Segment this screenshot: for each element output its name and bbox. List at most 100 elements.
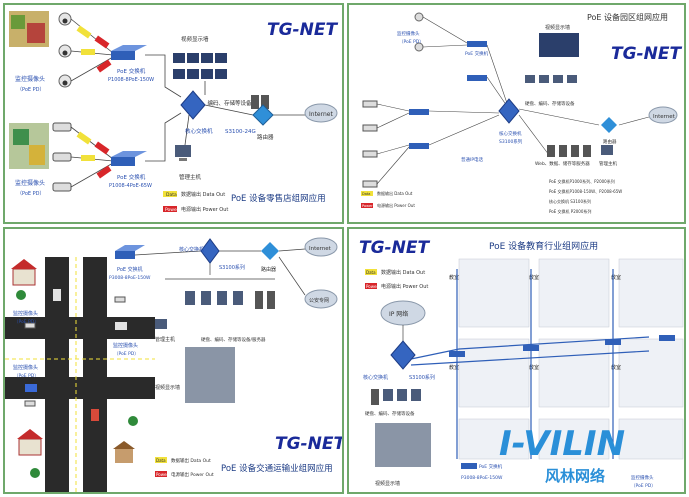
classroom-labels: 教室 教室 教室 教室 教室 教室 — [449, 274, 621, 371]
camera-label: 监控摄像头 — [397, 30, 420, 37]
router-icon — [261, 242, 279, 260]
tg-net-logo: TG-NET — [359, 238, 430, 258]
mgmt-host-label: 管理主机 — [179, 173, 202, 181]
camera-pd: （PoE PD） — [631, 483, 656, 489]
mgmt-host-label: 管理主机 — [599, 160, 617, 167]
retail-diagram: 监控摄像头 （PoE PD） 监控摄像头 （PoE PD） PoE 交换机 — [9, 11, 338, 213]
nvr-label: 硬盘、编码、存储等设备 — [191, 99, 252, 107]
tg-net-logo: TG-NET — [275, 434, 344, 454]
traffic-title: PoE 设备交通运输业组网应用 — [221, 463, 333, 474]
core-switch-model: S3100系列 — [409, 374, 435, 381]
nvr-label: 硬盘、编码、存储等设备 — [525, 100, 575, 107]
camera-label-top: 监控摄像头 — [15, 75, 45, 83]
campus-title: PoE 设备园区组网应用 — [587, 12, 668, 22]
core-switch-model: S3100系列 — [499, 138, 523, 145]
legend-data-text: 数据输出 Data Out — [381, 269, 425, 276]
legend-power-tag: Power — [165, 207, 179, 213]
legend-power-tag: Power — [156, 472, 168, 477]
poe-switch-icon — [409, 41, 487, 149]
display-wall-label: 视频显示墙 — [545, 24, 570, 31]
svg-text:教室: 教室 — [449, 274, 459, 281]
legend-power-text: 电源输出 Power Out — [377, 202, 415, 208]
internet-cloud-icon — [648, 106, 678, 124]
svg-text:核心交换机 S3100系列: 核心交换机 S3100系列 — [549, 198, 591, 204]
legend-power-text: 电源输出 Power Out — [181, 206, 228, 213]
display-wall-label: 视频显示墙 — [375, 480, 400, 487]
legend-data-tag: Data — [366, 270, 376, 275]
router-label: 路由器 — [257, 133, 274, 141]
camera-pd-bottom: （PoE PD） — [17, 191, 45, 197]
data-tag-icon — [76, 25, 95, 161]
poe-switch-icon — [115, 245, 145, 259]
education-title: PoE 设备教育行业组网应用 — [489, 240, 598, 252]
legend-power-tag: Power — [366, 284, 378, 289]
legend-data-swatch — [365, 269, 377, 275]
legend-data-text: 数据输出 Data Out — [377, 190, 413, 196]
camera-pd-3: （PoE PD） — [14, 373, 39, 379]
traffic-panel: 监控摄像头 （PoE PD） 监控摄像头 （PoE PD） 监控摄像头 （PoE… — [3, 227, 344, 494]
server-icon — [547, 145, 591, 157]
legend-data-tag: Data — [362, 192, 370, 196]
display-wall-icon — [375, 423, 431, 467]
web-server-label: Web、数据、储存等服务器 — [535, 160, 590, 167]
camera-label: 监控摄像头 — [631, 474, 654, 481]
server-icon — [371, 389, 421, 405]
poe-switch-name: PoE 交换机 — [117, 266, 143, 273]
mgmt-host-label: 管理主机 — [155, 336, 175, 343]
legend-data-tag: Data — [166, 192, 177, 198]
legend-data-tag: Data — [156, 458, 166, 463]
core-switch-icon — [200, 238, 220, 264]
dome-camera-icon — [58, 12, 72, 88]
camera-pd-2: （PoE PD） — [114, 351, 139, 357]
car-icon — [25, 289, 127, 421]
router-icon — [601, 117, 617, 133]
campus-panel: PoE 设备园区组网应用 TG-NET 视频显示墙 硬盘、编码、存储等设备 监控… — [347, 3, 686, 224]
svg-text:教室: 教室 — [449, 364, 459, 371]
core-switch-label: 核心交换机 — [179, 246, 204, 253]
internet-label: Internet — [309, 111, 333, 118]
internet-cloud-icon — [304, 103, 338, 123]
poe-switch-top-name: PoE 交换机 — [117, 67, 146, 75]
svg-text:PoE 交换机 P2000系列: PoE 交换机 P2000系列 — [549, 208, 591, 214]
computer-icon — [175, 145, 191, 161]
display-wall-icon — [539, 33, 579, 57]
router-icon — [252, 104, 274, 126]
retail-panel: 监控摄像头 （PoE PD） 监控摄像头 （PoE PD） PoE 交换机 — [3, 3, 344, 224]
poe-switch-bottom-model: P1008-4PoE-65W — [109, 183, 152, 189]
poe-switch-bottom-name: PoE 交换机 — [117, 173, 146, 181]
poe-switch-label: PoE 交换机 — [465, 50, 489, 57]
legend-power-swatch — [163, 206, 177, 212]
camera-label-3: 监控摄像头 — [13, 364, 38, 371]
camera-pd: （PoE PD） — [399, 39, 424, 45]
security-network-label: 公安专网 — [309, 297, 329, 304]
svg-text:教室: 教室 — [611, 274, 621, 281]
computer-icon — [155, 291, 243, 329]
display-wall-label: 视频显示墙 — [155, 384, 180, 391]
poe-switch-legend-icon — [461, 463, 477, 469]
display-wall-icon — [173, 53, 227, 79]
internet-label: Internet — [653, 114, 676, 120]
svg-text:PoE 交换机P1008-150W、P2008-65W: PoE 交换机P1008-150W、P2008-65W — [549, 188, 622, 194]
legend-data-text: 数据输出 Data Out — [171, 457, 211, 464]
legend-power-tag: Power — [362, 204, 373, 208]
legend-data-swatch — [155, 457, 167, 463]
bullet-camera-icon — [52, 122, 72, 192]
server-icon — [251, 95, 269, 109]
svg-text:教室: 教室 — [529, 364, 539, 371]
computer-icon — [525, 75, 577, 83]
svg-text:教室: 教室 — [529, 274, 539, 281]
campus-diagram: PoE 设备园区组网应用 TG-NET 视频显示墙 硬盘、编码、存储等设备 监控… — [361, 12, 682, 214]
classroom-grid — [458, 258, 684, 460]
display-wall-label: 视频显示墙 — [181, 35, 209, 43]
router-label: 路由器 — [261, 266, 276, 273]
server-icon — [255, 291, 275, 309]
retail-title: PoE 设备零售店组网应用 — [231, 193, 326, 204]
svg-text:教室: 教室 — [611, 364, 621, 371]
display-wall-icon — [185, 347, 235, 403]
camera-icon — [24, 296, 126, 407]
core-switch-label: 核心交换机 — [499, 130, 522, 137]
legend-power-swatch — [361, 203, 373, 208]
poe-switch-bottom-icon — [111, 151, 147, 166]
legend-data-text: 数据输出 Data Out — [181, 191, 225, 198]
internet-label: Internet — [309, 246, 332, 252]
